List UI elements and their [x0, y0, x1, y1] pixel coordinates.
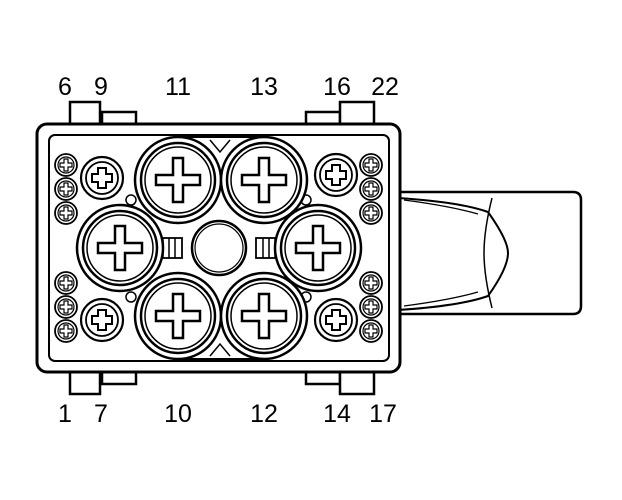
pin-label-22: 22 [371, 73, 399, 101]
pin-label-7: 7 [94, 400, 108, 428]
pin-label-11: 11 [165, 73, 191, 101]
wire-harness [396, 190, 583, 316]
pin-label-1: 1 [58, 400, 72, 428]
pin-label-12: 12 [250, 400, 278, 428]
pin-label-9: 9 [94, 73, 108, 101]
pin-labels-bottom: 1 7 10 12 14 17 [58, 400, 397, 428]
pin-label-13: 13 [250, 73, 278, 101]
pin-label-6: 6 [58, 73, 72, 101]
pin-label-14: 14 [323, 400, 351, 428]
pin-label-16: 16 [323, 73, 351, 101]
pin-labels-top: 6 9 11 13 16 22 [58, 73, 399, 101]
connector-body [35, 122, 402, 374]
pin-label-17: 17 [369, 400, 397, 428]
pin-label-10: 10 [164, 400, 192, 428]
